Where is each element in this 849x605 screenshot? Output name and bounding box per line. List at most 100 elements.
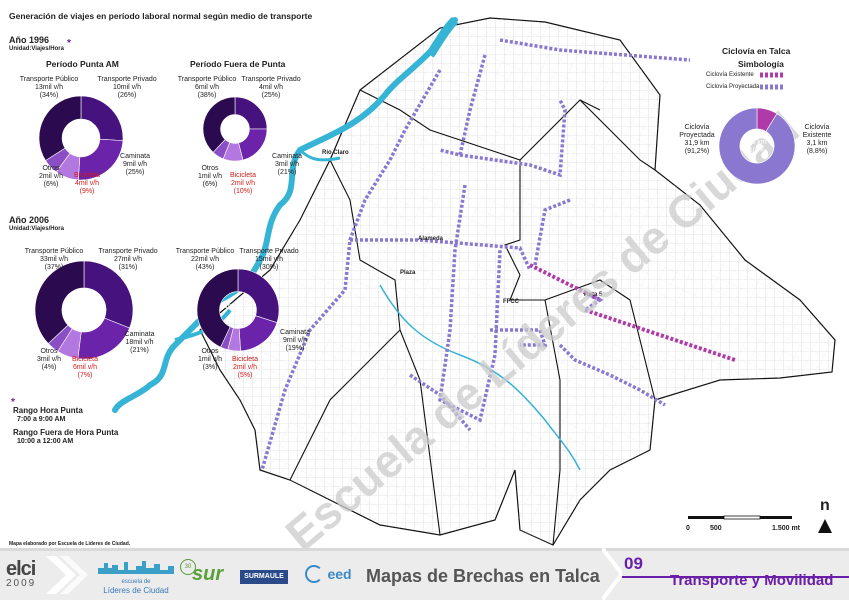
footer: elci 2009 escuela de Líderes de Ciudad 3… [0,546,849,602]
year-1996-label: Año 1996 [9,35,50,45]
center-value: 16mil v/h [220,124,249,131]
elci-logo: elci 2009 [6,559,36,589]
donut-slice-publico [196,268,239,348]
donut-slice-privado [237,268,280,324]
escuela-top: escuela de [121,579,151,585]
chevron-icon [46,556,88,594]
eed-logo: eed [305,565,352,583]
year-2006-label: Año 2006 [9,215,50,225]
title-punta-am: Período Punta AM [46,59,119,69]
units-2006: Unidad:Viajes/Hora [9,226,64,232]
title-fuera-punta: Período Fuera de Punta [190,59,286,69]
donut-slice-publico [202,96,236,153]
footer-divider [600,546,625,602]
footer-map-title: Mapas de Brechas en Talca [366,566,600,586]
page-title: Generación de viajes en período laboral … [9,11,313,21]
star-rango: * [11,397,15,408]
eed-swirl-icon [305,565,323,583]
center-2006-offpeak: 49mil v/h 100% [213,304,263,320]
donut-ciclovia [718,107,796,185]
legend-proyectada-label: Ciclovía Proyectada [706,84,760,90]
donut-1996-offpeak [202,96,268,162]
rango-fuera-time: 10:00 a 12:00 AM [17,438,74,445]
north-arrow-icon [818,519,832,533]
star-1996: * [67,38,71,49]
label-rio-claro: Río Claro [322,150,349,156]
elci-year: 2009 [6,578,37,589]
label-plaza: Plaza [400,270,416,276]
rango-fuera-label: Rango Fuera de Hora Punta [13,428,119,437]
center-1996-offpeak: 16mil v/h 100% [210,124,260,140]
eed-text: eed [327,566,352,582]
label-ffcc: FFCC [503,299,519,305]
donut-slice-proyectada [718,107,796,185]
center-ciclovia: 35 km 100% [731,139,783,155]
section-title: Transporte y Movilidad [670,572,834,589]
ciclovia-proyectada-lines [260,38,691,471]
donut-slice-publico [34,260,85,344]
page-underline [622,576,849,578]
legend-existente-label: Ciclovía Existente [706,72,754,78]
district-lines [289,89,656,546]
scale-zero: 0 [686,525,690,532]
sur-text: sur [192,563,224,585]
center-value: 49mil v/h [223,304,252,311]
label-ruta5: Ruta 5 [584,292,603,298]
center-value: 87mil v/h [69,301,98,308]
scale-bar [688,515,792,520]
center-pct: 100% [227,133,243,139]
legend-proyectada-swatch [760,84,784,90]
sur-years: 30 [180,559,196,575]
north-arrow-label: n [820,497,830,514]
page-number: 09 [624,554,643,573]
center-pct: 100% [230,313,246,319]
map-credit: Mapa elaborado por Escuela de Lideres de… [9,541,131,547]
donut-1996-peak [38,95,124,181]
center-value: 38mil v/h [66,125,95,132]
center-pct: 100% [73,134,89,140]
center-pct: 100% [76,310,92,316]
donut-2006-peak [34,260,134,360]
escuela-logo: escuela de Líderes de Ciudad [98,560,174,595]
donut-2006-offpeak [196,268,280,352]
elci-text: elci [6,558,36,580]
center-value: 35 km [747,139,767,146]
river-claro [112,17,458,413]
donut-slice-publico [38,95,82,161]
label-alameda: Alameda [418,236,444,242]
stream [379,284,581,471]
ciclovia-title: Ciclovía en Talca [722,46,791,56]
rango-punta-time: 7:00 a 9:00 AM [17,416,66,423]
city-skyline-icon [98,561,174,574]
scale-max: 1.500 mt [772,525,801,532]
center-1996-peak: 38mil v/h 100% [56,125,106,141]
donut-slice-privado [83,260,134,329]
simbologia-title: Simbología [738,59,784,69]
scale-mid: 500 [710,525,722,532]
center-pct: 100% [749,148,765,154]
surmaule-logo: SURMAULE [240,570,288,584]
units-1996: Unidad:Viajes/Hora [9,46,64,52]
